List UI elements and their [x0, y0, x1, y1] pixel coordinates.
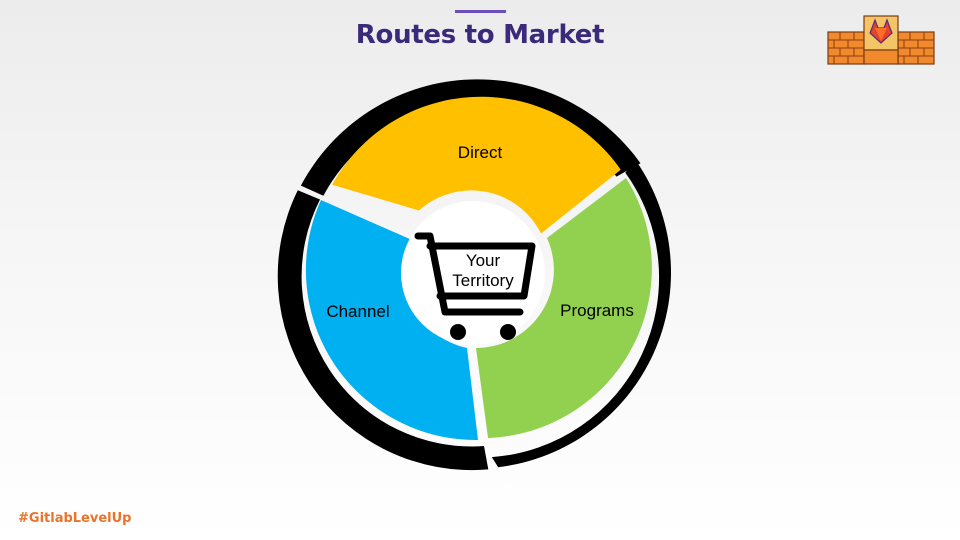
segment-label-channel: Channel	[326, 302, 389, 321]
cart-wheel-left	[450, 324, 466, 340]
segment-programs[interactable]	[476, 178, 652, 438]
cart-wheel-right	[500, 324, 516, 340]
outer-ring-left	[277, 190, 489, 471]
segment-direct[interactable]	[332, 96, 621, 234]
page-title: Routes to Market	[355, 20, 605, 50]
hashtag-footer: #GitlabLevelUp	[18, 511, 132, 526]
outer-ring-lower	[491, 160, 671, 468]
outer-ring-upper	[300, 79, 641, 196]
shopping-cart-icon	[414, 232, 536, 316]
gitlab-tanuki-brick-wall-icon	[827, 15, 935, 65]
title-accent-bar	[455, 10, 506, 13]
center-label-line2: Territory	[452, 271, 514, 290]
segment-label-direct: Direct	[458, 143, 503, 162]
segment-channel[interactable]	[305, 200, 478, 441]
segment-label-programs: Programs	[560, 301, 634, 320]
center-label-line1: Your	[466, 251, 501, 270]
